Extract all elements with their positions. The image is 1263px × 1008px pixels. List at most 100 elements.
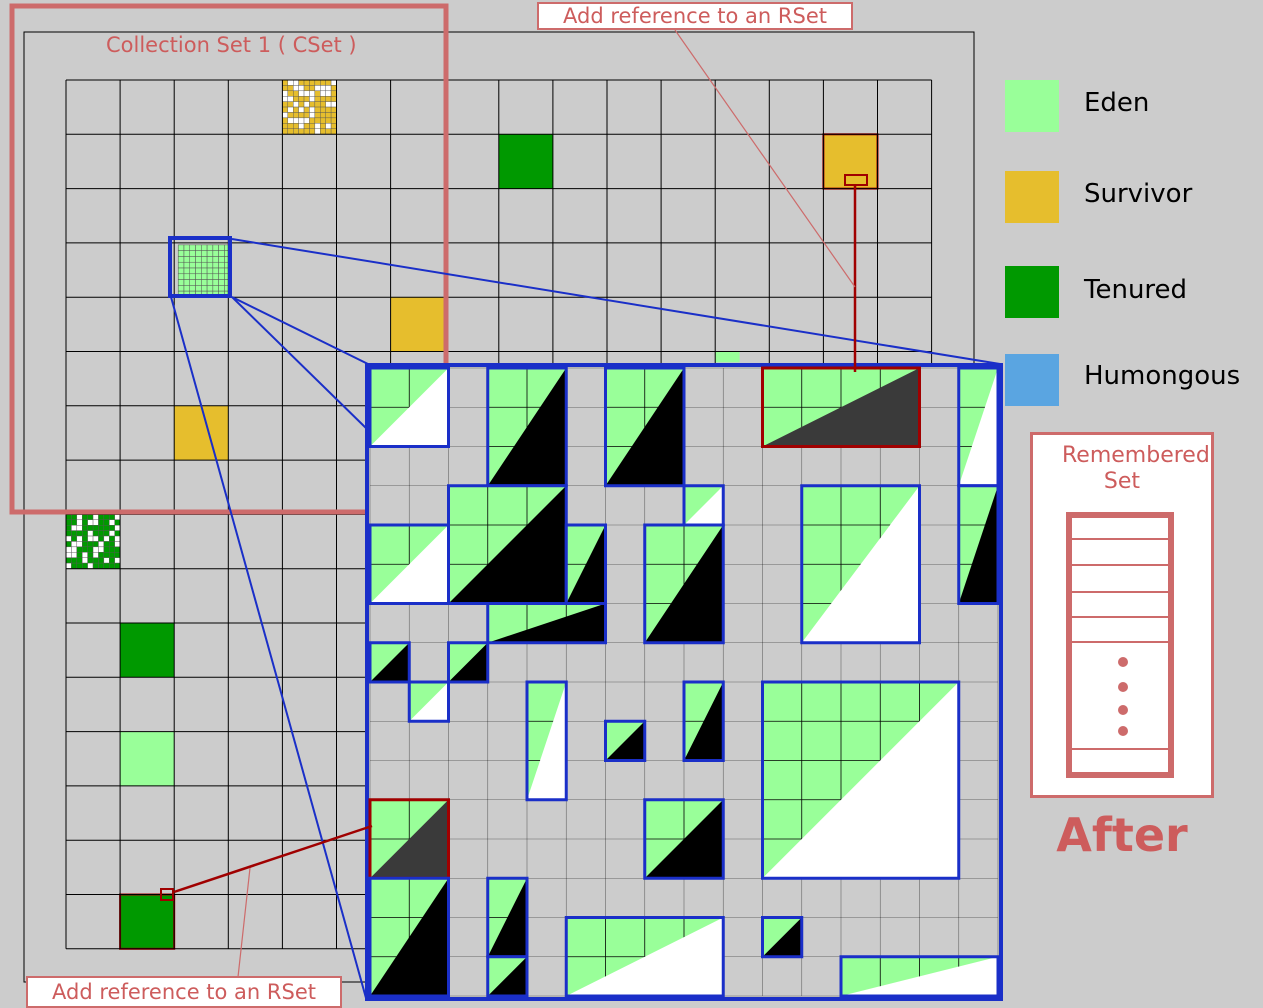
rset-entry: [1072, 538, 1168, 540]
object-border: [643, 798, 725, 880]
heap-cell: [71, 519, 78, 526]
object-garbage: [762, 917, 802, 957]
heap-cell: [325, 101, 332, 108]
object-garbage: [566, 525, 606, 604]
heap-cell: [114, 514, 121, 521]
heap-cell: [87, 557, 94, 564]
heap-cell: [195, 256, 202, 263]
heap-cell: [109, 541, 115, 548]
heap-cell: [298, 90, 305, 97]
heap-cell: [303, 79, 310, 86]
object-garbage: [644, 525, 724, 643]
heap-region: [498, 134, 553, 189]
heap-cell: [177, 250, 185, 257]
object-garbage: [605, 721, 645, 761]
heap-cell: [82, 562, 88, 569]
heap-cell: [298, 101, 305, 108]
heap-cell: [109, 525, 115, 531]
heap-cell: [82, 535, 88, 542]
heap-cell: [109, 514, 115, 521]
heap-cell: [189, 285, 196, 292]
heap-cell: [330, 106, 337, 113]
heap-cell: [82, 546, 88, 553]
heap-cell: [218, 244, 225, 251]
heap-cell: [218, 267, 225, 275]
heap-cell: [65, 514, 72, 521]
collection-set-label: Collection Set 1 ( CSet ): [106, 33, 357, 57]
heap-cell: [87, 525, 94, 531]
heap-cell: [114, 519, 121, 526]
object-border: [761, 680, 961, 880]
heap-cell: [183, 267, 191, 275]
object-border: [957, 484, 1000, 605]
heap-cell: [92, 546, 99, 553]
heap-cell: [103, 530, 110, 537]
object-free: [684, 485, 724, 525]
object-free: [762, 682, 959, 879]
heap-cell: [92, 552, 99, 558]
heap-cell: [98, 530, 105, 537]
legend-label-tenured: Tenured: [1084, 275, 1188, 305]
heap-cell: [76, 557, 83, 564]
object-garbage: [370, 878, 449, 996]
heap-cell: [82, 552, 88, 558]
heap-cell: [189, 244, 196, 251]
heap-cell: [309, 117, 316, 124]
heap-cell: [314, 101, 321, 108]
heap-cell: [325, 79, 332, 86]
object-border: [368, 366, 450, 448]
object-free: [801, 485, 920, 643]
rset-entry: [1072, 564, 1168, 566]
heap-cell: [314, 128, 321, 135]
heap-cell: [195, 285, 202, 292]
heap-cell: [195, 261, 202, 269]
heap-cell: [87, 546, 94, 553]
heap-cell: [71, 530, 78, 537]
legend-label-humongous: Humongous: [1084, 361, 1241, 391]
heap-cell: [314, 79, 321, 86]
heap-cell: [65, 562, 72, 569]
heap-cell: [314, 123, 321, 129]
heap-cell: [330, 90, 337, 97]
heap-cell: [98, 535, 105, 542]
heap-cell: [82, 525, 88, 531]
heap-cell: [98, 562, 105, 569]
heap-cell: [314, 96, 321, 102]
heap-cell: [320, 123, 326, 129]
heap-cell: [218, 273, 225, 280]
heap-cell: [114, 557, 121, 564]
heap-cell: [314, 90, 321, 97]
heap-cell: [98, 514, 105, 521]
heap-cell: [87, 535, 94, 542]
heap-region: [174, 405, 229, 461]
heap-region: [120, 623, 175, 678]
heap-cell: [293, 79, 299, 86]
heap-cell: [298, 128, 305, 135]
heap-cell: [287, 117, 294, 124]
heap-cell: [293, 96, 299, 102]
heap-cell: [282, 117, 289, 124]
object-free: [566, 917, 724, 996]
heap-cell: [320, 79, 326, 86]
heap-cell: [309, 96, 316, 102]
heap-cell: [320, 106, 326, 113]
heap-cell: [103, 519, 110, 526]
heap-cell: [177, 256, 185, 263]
heap-cell: [287, 128, 294, 135]
heap-cell: [206, 261, 214, 269]
heap-cell: [201, 244, 208, 251]
heap-cell: [287, 85, 294, 92]
object-garbage: [487, 368, 567, 486]
heap-cell: [76, 530, 83, 537]
heap-region: [120, 731, 175, 786]
object-border: [447, 641, 490, 684]
heap-cell: [309, 85, 316, 92]
heap-cell: [183, 256, 191, 263]
rset-entry: [1072, 641, 1168, 643]
heap-cell: [303, 123, 310, 129]
object-free: [958, 368, 998, 486]
object-garbage: [448, 642, 488, 682]
heap-cell: [325, 96, 332, 102]
heap-cell: [303, 101, 310, 108]
remembered-set-stack: [1066, 512, 1174, 778]
